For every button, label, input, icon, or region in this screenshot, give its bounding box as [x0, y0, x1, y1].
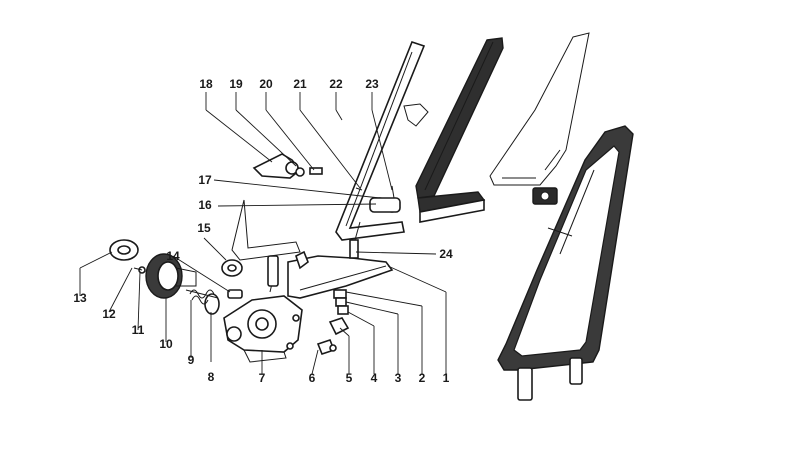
callout-18: 18 — [199, 77, 213, 91]
callout-22: 22 — [329, 77, 343, 91]
callout-20: 20 — [259, 77, 273, 91]
window-frame-seal — [497, 125, 634, 401]
regulator-gearbox — [223, 295, 303, 363]
callout-17: 17 — [198, 173, 212, 187]
crank-assembly — [109, 239, 220, 315]
vent-window-glass — [489, 32, 590, 186]
callout-10: 10 — [159, 337, 173, 351]
callout-7: 7 — [259, 371, 266, 385]
callout-16: 16 — [198, 198, 212, 212]
callout-21: 21 — [293, 77, 307, 91]
callout-labels: 1 2 3 4 5 6 7 8 9 10 11 12 13 14 15 16 1… — [73, 77, 453, 385]
callout-14: 14 — [166, 249, 180, 263]
callout-3: 3 — [395, 371, 402, 385]
callout-9: 9 — [188, 353, 195, 367]
bushing-and-screw — [221, 259, 243, 299]
callout-5: 5 — [346, 371, 353, 385]
window-glass-outline — [231, 199, 301, 293]
callout-4: 4 — [371, 371, 378, 385]
callout-11: 11 — [132, 323, 145, 337]
callout-19: 19 — [229, 77, 243, 91]
callout-6: 6 — [309, 371, 316, 385]
pivot-bracket — [252, 153, 401, 213]
callout-23: 23 — [365, 77, 379, 91]
callout-1: 1 — [443, 371, 450, 385]
callout-12: 12 — [102, 307, 116, 321]
callout-8: 8 — [208, 370, 215, 384]
guide-rail-channel — [415, 37, 504, 223]
leader-lines — [79, 92, 447, 375]
callout-15: 15 — [197, 221, 211, 235]
callout-2: 2 — [419, 371, 426, 385]
small-fittings — [316, 289, 350, 355]
vent-window-latch — [532, 187, 558, 205]
callout-13: 13 — [73, 291, 87, 305]
callout-24: 24 — [439, 247, 453, 261]
regulator-arm — [287, 221, 394, 299]
